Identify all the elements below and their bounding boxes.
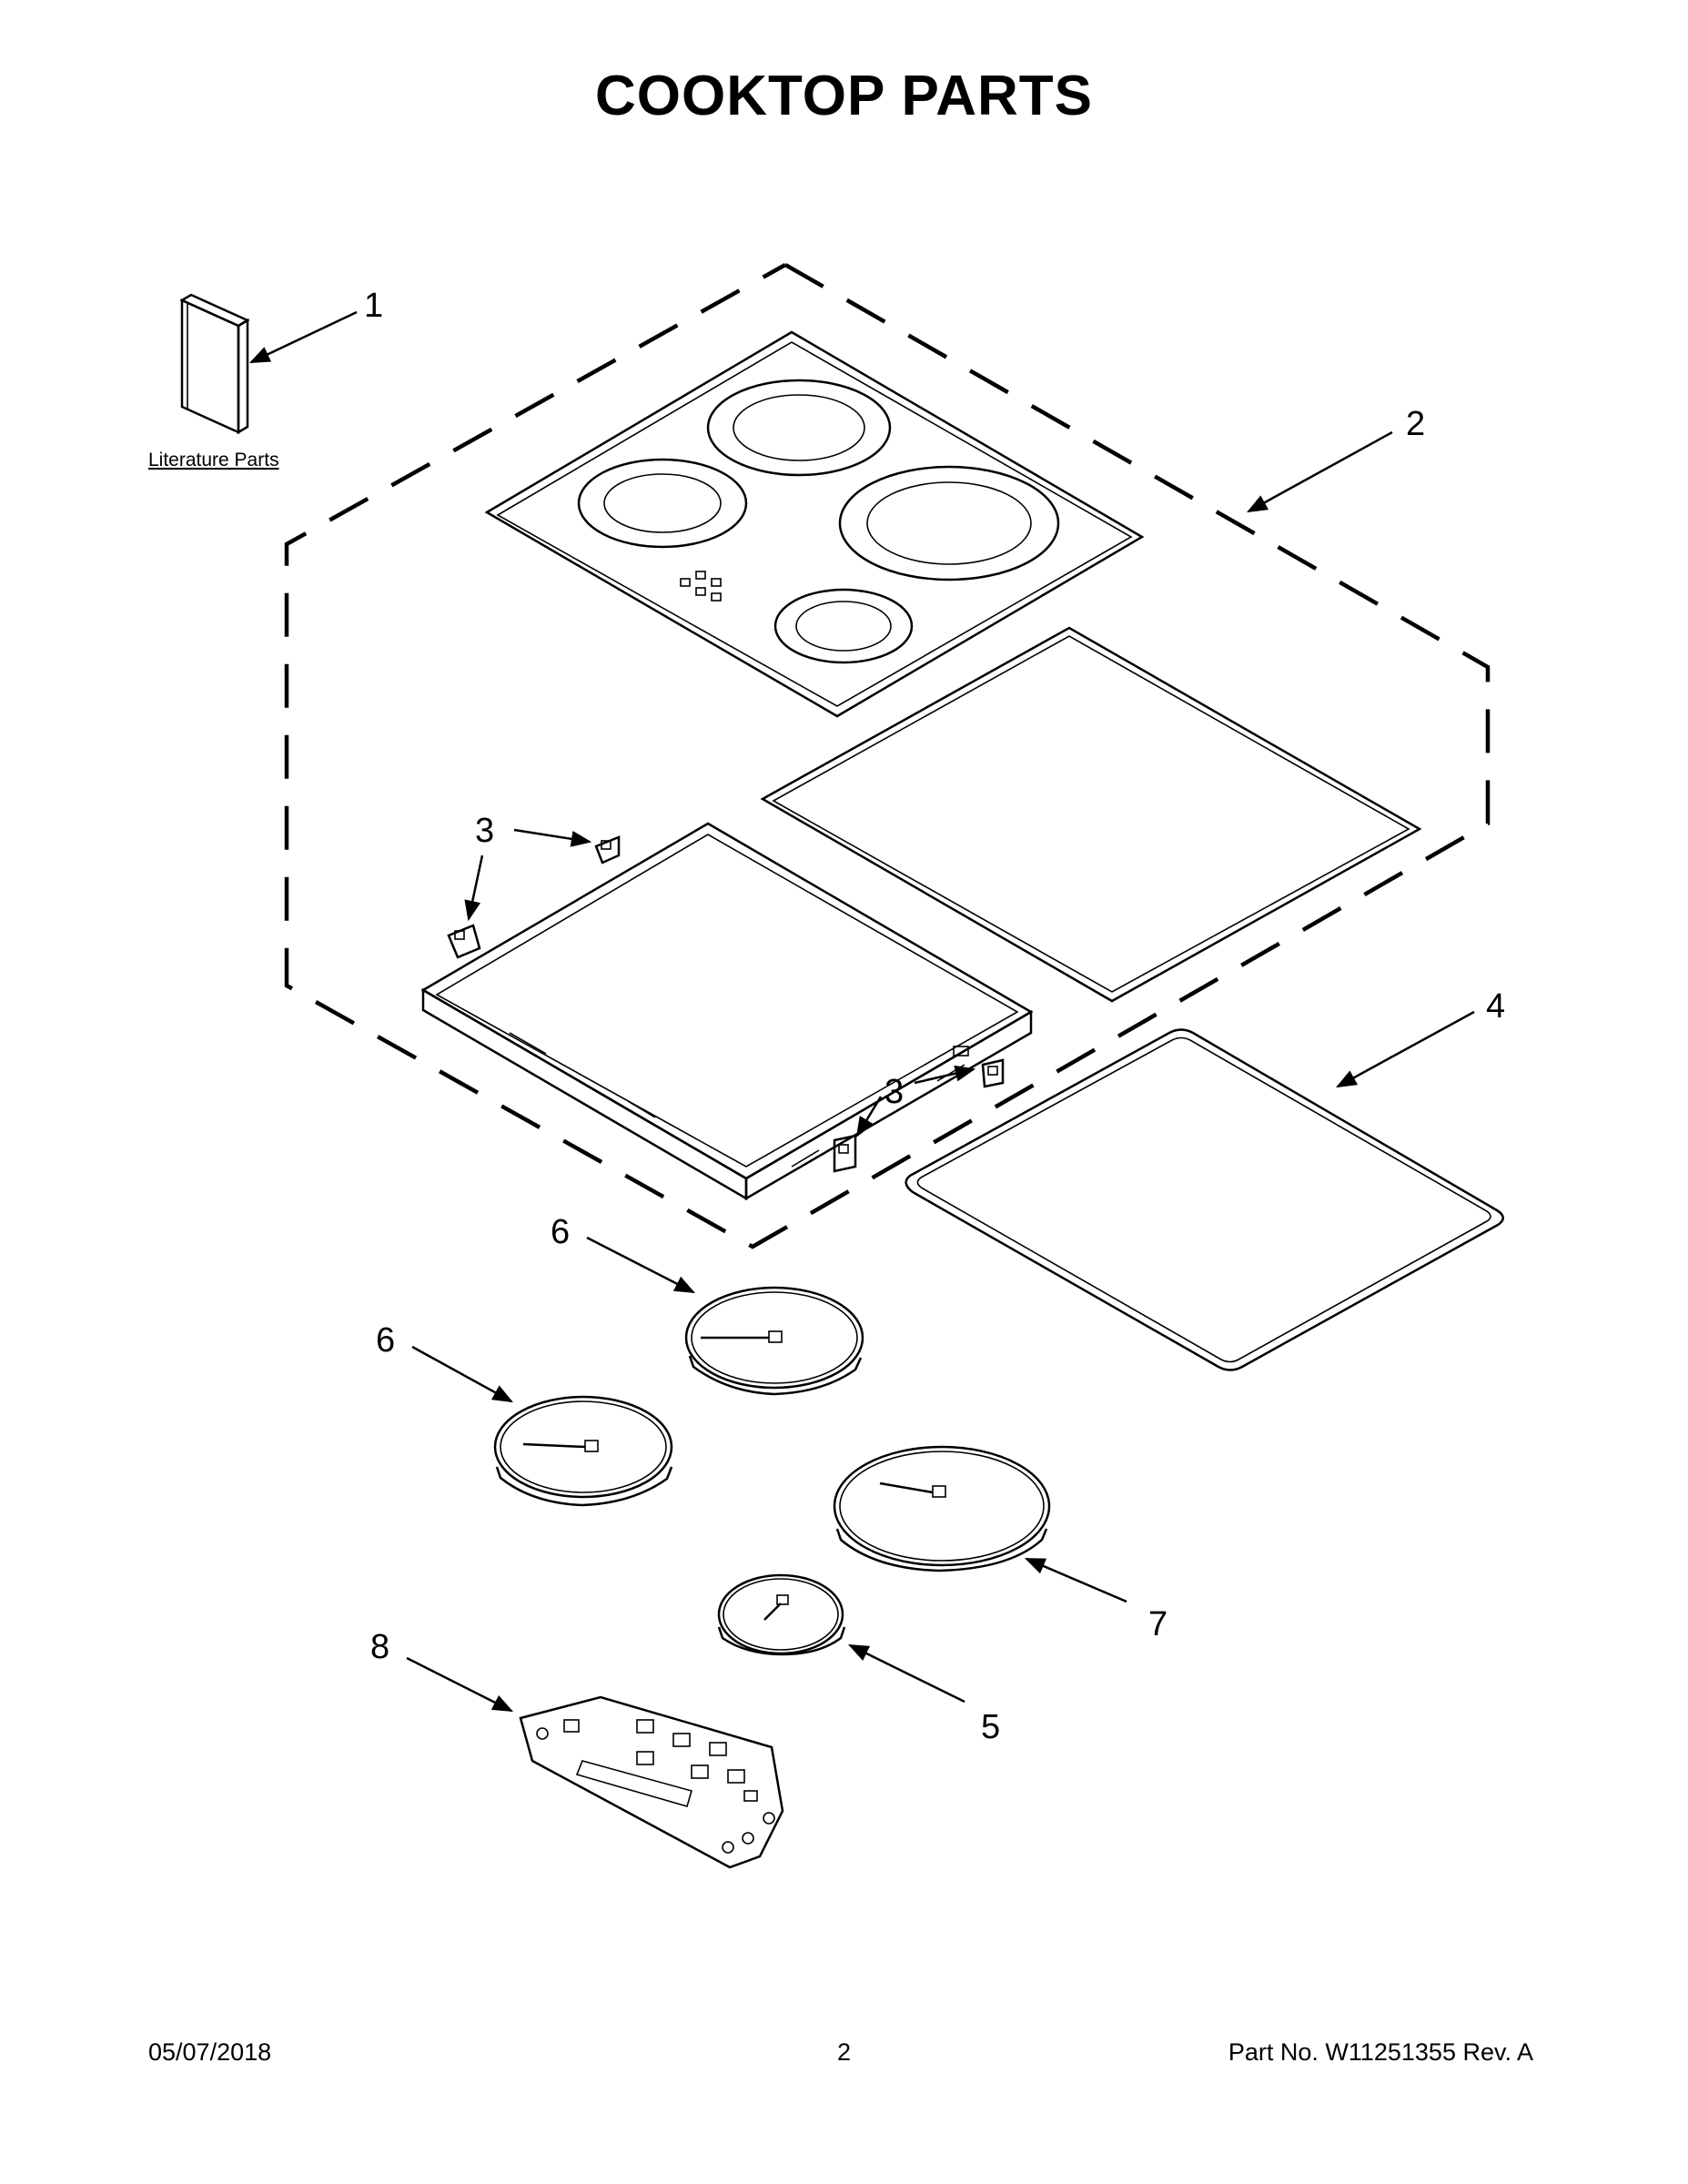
footer-part-number: Part No. W11251355 Rev. A	[1228, 2038, 1533, 2066]
seal-gasket-icon	[905, 1028, 1504, 1371]
callout-6-leader	[586, 1236, 696, 1294]
callout-1: 1	[364, 287, 383, 325]
callout-3-leader	[855, 1096, 883, 1138]
callout-5: 5	[981, 1708, 1000, 1746]
callout-3-leader	[914, 1065, 976, 1085]
glass-cooktop-icon	[484, 330, 1145, 718]
callout-3-upper: 3	[475, 812, 494, 850]
callout-6-leader	[411, 1345, 513, 1403]
callout-2: 2	[1406, 405, 1425, 443]
page-title: COOKTOP PARTS	[595, 65, 1093, 127]
cooktop-assembly-outline	[284, 263, 1491, 1249]
literature-parts-label: Literature Parts	[148, 450, 279, 470]
radiant-element-5-icon	[717, 1573, 846, 1656]
literature-parts-book-icon	[179, 293, 250, 435]
callout-5-leader	[847, 1643, 965, 1704]
footer-date: 05/07/2018	[148, 2038, 272, 2066]
callout-6-upper: 6	[551, 1213, 570, 1251]
callout-7-leader	[1024, 1557, 1127, 1603]
callout-3-leader	[513, 828, 592, 847]
radiant-element-6-icon	[493, 1395, 673, 1507]
cooktop-frame-icon	[420, 822, 1034, 1201]
bracket-icon	[594, 835, 621, 864]
bracket-icon	[981, 1058, 1005, 1088]
callout-4: 4	[1486, 987, 1505, 1026]
callout-7: 7	[1148, 1605, 1167, 1643]
radiant-element-7-icon	[833, 1445, 1051, 1572]
callout-4-leader	[1336, 1010, 1475, 1088]
footer-page-number: 2	[836, 2038, 852, 2066]
callout-3-leader	[464, 854, 484, 922]
radiant-element-6-icon	[684, 1286, 864, 1396]
bracket-icon	[447, 924, 481, 959]
callout-3-lower: 3	[884, 1073, 904, 1111]
callout-1-leader	[248, 310, 358, 364]
callout-8: 8	[370, 1628, 389, 1666]
callout-6-lower: 6	[376, 1321, 395, 1360]
cooktop-gasket-icon	[760, 626, 1422, 1003]
bracket-icon	[833, 1134, 857, 1173]
callout-2-leader	[1247, 430, 1393, 513]
callout-8-leader	[406, 1656, 514, 1713]
control-board-icon	[519, 1695, 784, 1869]
